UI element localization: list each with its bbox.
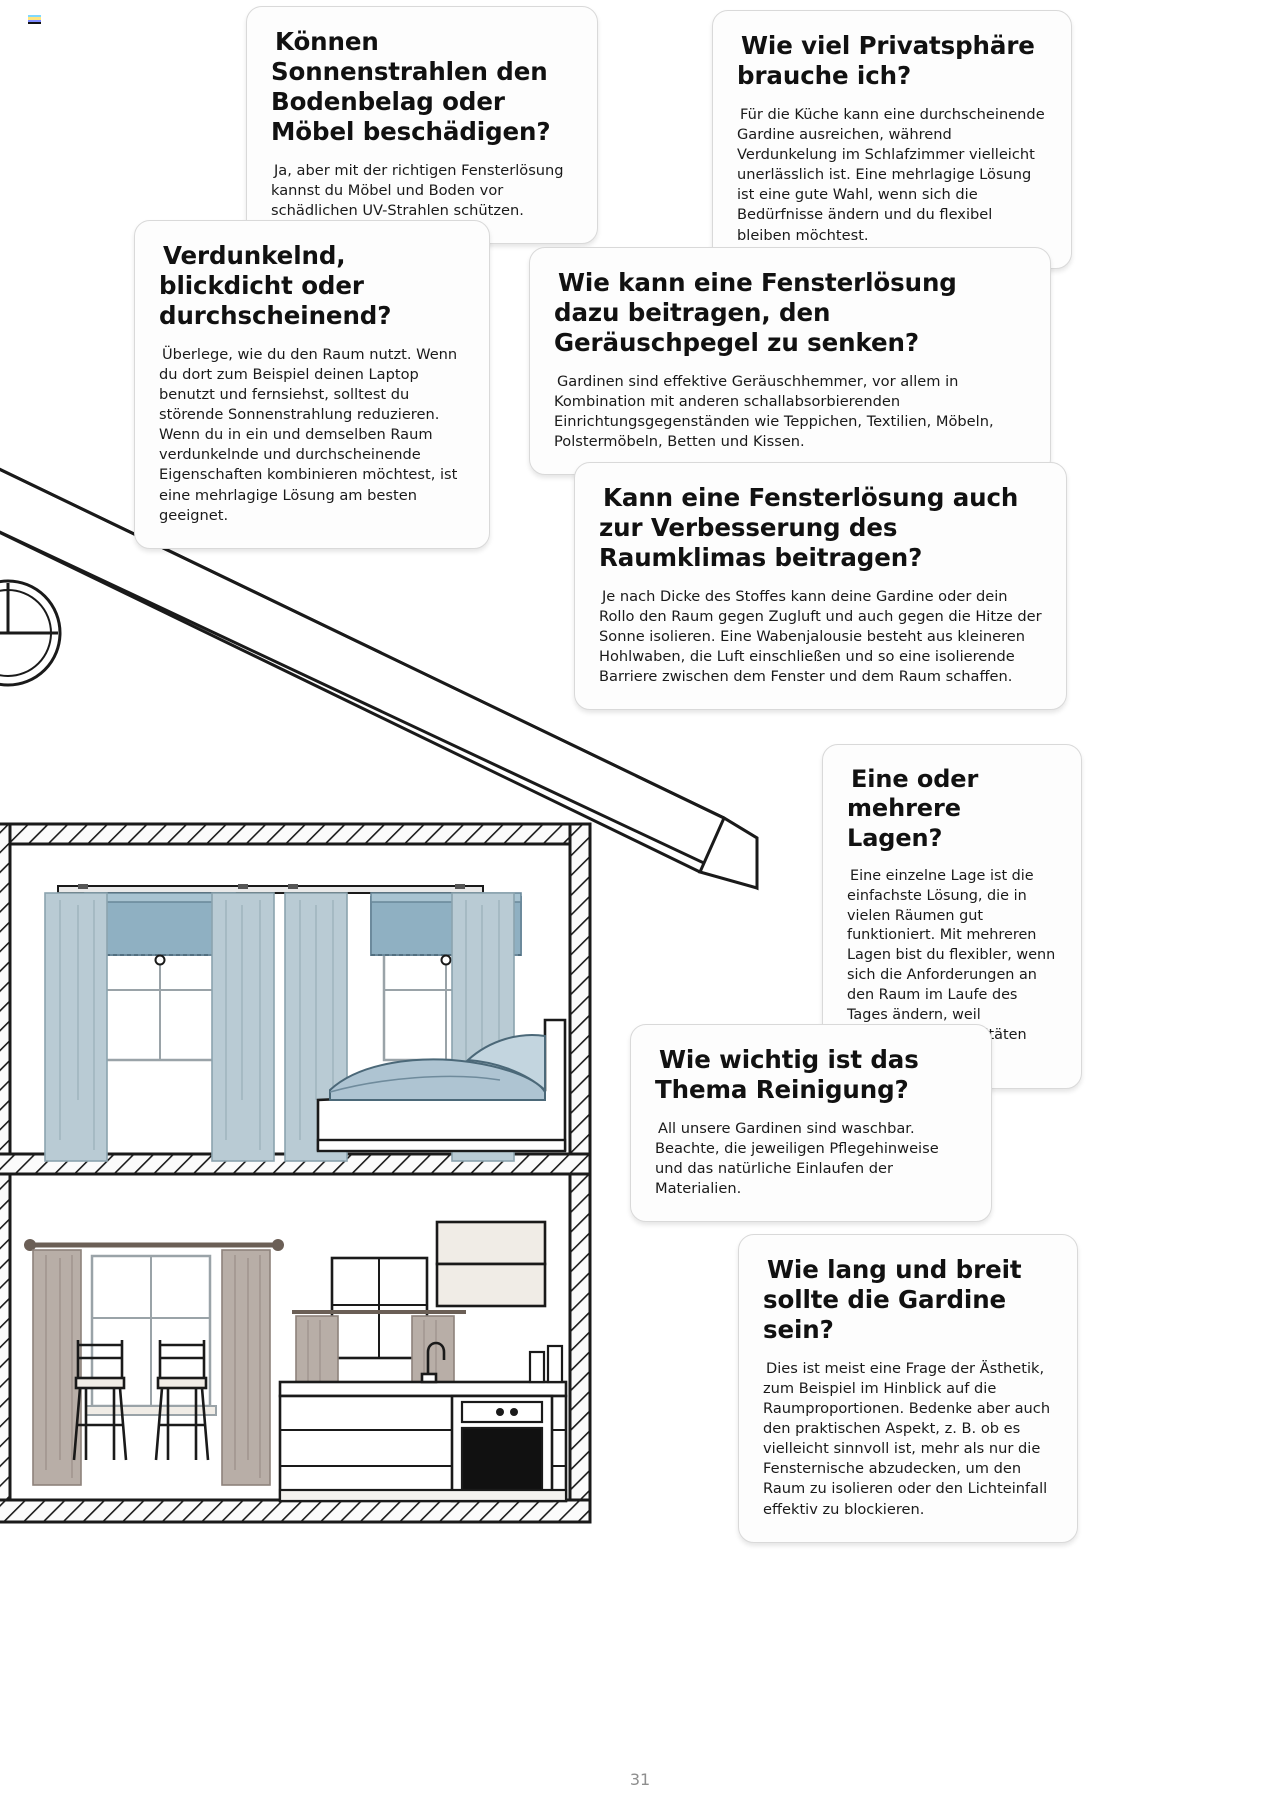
faq-body: All unsere Gardinen sind waschbar. Beach… xyxy=(655,1119,939,1198)
roller-blind-left xyxy=(84,892,236,966)
oven xyxy=(450,1394,554,1503)
dining-curtain-left xyxy=(32,1249,82,1486)
faq-card-opacity[interactable]: Verdunkelnd, blickdicht oder durchschein… xyxy=(134,220,490,549)
faq-body: Überlege, wie du den Raum nutzt. Wenn du… xyxy=(159,345,458,524)
dining-curtain-rod xyxy=(24,1239,284,1251)
curtain-panel-left-inner xyxy=(211,892,275,1162)
faq-title: Wie kann eine Fensterlösung dazu beitrag… xyxy=(554,268,957,357)
faq-title: Können Sonnenstrahlen den Bodenbelag ode… xyxy=(271,27,551,146)
faq-title: Wie wichtig ist das Thema Reinigung? xyxy=(655,1045,919,1104)
roof-slab xyxy=(0,467,759,891)
dining-curtain-right xyxy=(221,1249,271,1486)
print-registration-mark xyxy=(28,15,41,24)
faq-card-noise[interactable]: Wie kann eine Fensterlösung dazu beitrag… xyxy=(529,247,1051,476)
dining-chair-right xyxy=(154,1340,210,1461)
faq-title: Eine oder mehrere Lagen? xyxy=(847,765,979,852)
kitchen-jars xyxy=(528,1344,564,1384)
faq-card-cleaning[interactable]: Wie wichtig ist das Thema Reinigung? All… xyxy=(630,1024,992,1223)
faq-title: Wie lang und breit sollte die Gardine se… xyxy=(763,1255,1022,1344)
wall-cabinet xyxy=(435,1220,547,1308)
faq-card-climate[interactable]: Kann eine Fensterlösung auch zur Verbess… xyxy=(574,462,1067,711)
bed xyxy=(316,1018,567,1153)
curtain-panel-left-outer xyxy=(44,892,108,1162)
faq-card-size[interactable]: Wie lang und breit sollte die Gardine se… xyxy=(738,1234,1078,1543)
faq-body: Je nach Dicke des Stoffes kann deine Gar… xyxy=(599,587,1042,686)
kitchen-faucet xyxy=(420,1341,446,1384)
faq-body: Dies ist meist eine Frage der Ästhetik, … xyxy=(763,1359,1051,1518)
faq-body: Ja, aber mit der richtigen Fensterlösung… xyxy=(271,161,564,219)
faq-title: Verdunkelnd, blickdicht oder durchschein… xyxy=(159,241,392,330)
curtain-rail-upper xyxy=(57,884,484,894)
page-number: 31 xyxy=(629,1770,651,1789)
faq-title: Wie viel Privatsphäre brauche ich? xyxy=(737,31,1035,90)
kitchen-window xyxy=(330,1256,429,1360)
faq-card-uv[interactable]: Können Sonnenstrahlen den Bodenbelag ode… xyxy=(246,6,598,244)
faq-title: Kann eine Fensterlösung auch zur Verbess… xyxy=(599,483,1019,572)
round-window xyxy=(0,579,62,687)
dining-chair-left xyxy=(72,1340,128,1461)
faq-card-privacy[interactable]: Wie viel Privatsphäre brauche ich? Für d… xyxy=(712,10,1072,269)
faq-body: Gardinen sind effektive Geräuschhemmer, … xyxy=(554,372,994,450)
faq-body: Für die Küche kann eine durchscheinende … xyxy=(737,105,1045,244)
